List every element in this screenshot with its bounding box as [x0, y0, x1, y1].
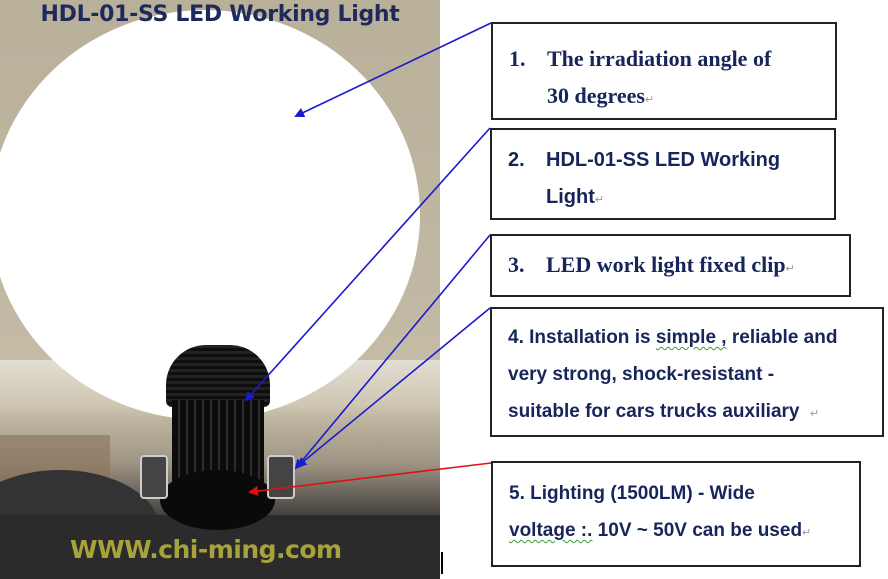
- callout-number: 2.: [508, 149, 525, 171]
- callout-number: 1.: [509, 46, 526, 71]
- paragraph-mark-icon: ↵: [644, 94, 655, 106]
- callout-text-flagged: voltage :.: [509, 520, 593, 541]
- callout-text: HDL-01-SS LED Working: [546, 149, 781, 171]
- callout-number: 3.: [508, 252, 525, 277]
- callout-4: 4. Installation is simple , reliable and…: [490, 307, 884, 437]
- paragraph-mark-icon: ↵: [802, 527, 812, 539]
- paragraph-mark-icon: ↵: [810, 408, 820, 420]
- callout-text: suitable for cars trucks auxiliary: [508, 401, 800, 422]
- product-photo: HDL-01-SS LED Working Light WWW.chi-ming…: [0, 0, 440, 579]
- callout-text: 4. Installation is: [508, 327, 656, 348]
- photo-title: HDL-01-SS LED Working Light: [40, 2, 400, 27]
- callout-text-flagged: simple ,: [655, 327, 727, 348]
- callout-text: reliable and: [726, 327, 838, 348]
- callout-text: 5. Lighting (1500LM) - Wide: [509, 483, 755, 504]
- paragraph-mark-icon: ↵: [594, 194, 605, 206]
- clip-bolt-left: [140, 455, 168, 499]
- callout-1: 1. The irradiation angle of 30 degrees↵: [491, 22, 837, 120]
- callout-2: 2. HDL-01-SS LED Working Light↵: [490, 128, 836, 220]
- callout-5: 5. Lighting (1500LM) - Wide voltage :. 1…: [491, 461, 861, 567]
- callout-text: 30 degrees: [547, 83, 645, 108]
- callout-text: very strong, shock-resistant -: [508, 364, 775, 385]
- callout-text: LED work light fixed clip: [546, 252, 786, 277]
- lamp-head: [166, 345, 270, 407]
- lamp-base: [160, 470, 275, 530]
- callout-3: 3. LED work light fixed clip↵: [490, 234, 851, 297]
- callout-text: 10V ~ 50V can be used: [592, 520, 803, 541]
- watermark: WWW.chi-ming.com: [70, 535, 342, 564]
- clip-bolt-right: [267, 455, 295, 499]
- text-cursor: [441, 552, 443, 574]
- paragraph-mark-icon: ↵: [785, 263, 795, 275]
- callout-text: Light: [546, 186, 595, 208]
- callout-text: The irradiation angle of: [547, 46, 772, 71]
